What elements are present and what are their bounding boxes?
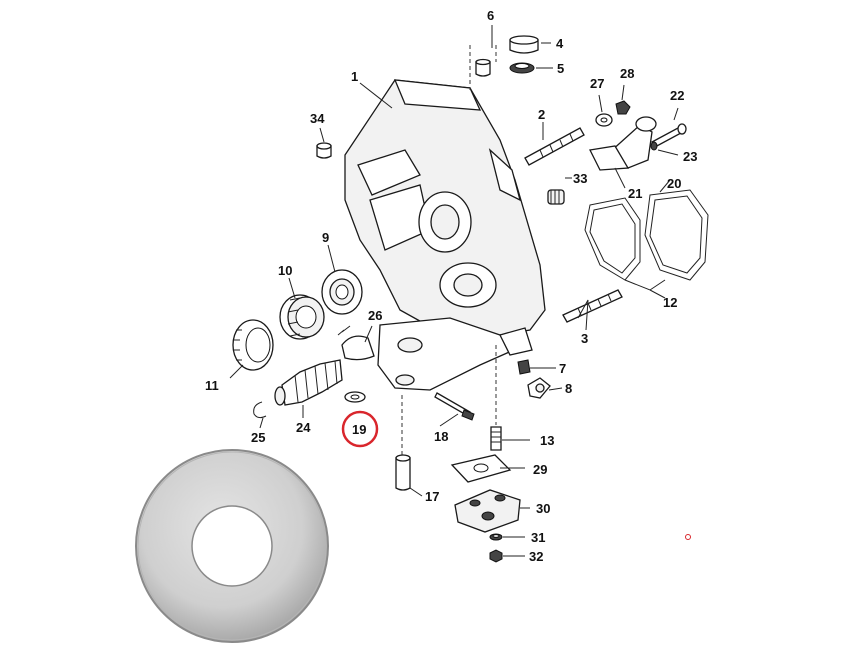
callout-34: 34	[310, 111, 325, 126]
callout-24: 24	[296, 420, 311, 435]
bearing-10-part	[279, 294, 325, 340]
marker-dot	[685, 534, 691, 540]
callout-29: 29	[533, 462, 547, 477]
callout-21: 21	[628, 186, 642, 201]
callout-30: 30	[536, 501, 550, 516]
pin-17-part	[395, 395, 411, 491]
clamp-26-part	[337, 325, 375, 361]
bellows-24-part	[274, 359, 343, 406]
oring-31-part	[489, 533, 503, 541]
plug-small-part	[316, 142, 332, 159]
highlight-circle-19	[341, 410, 379, 448]
clamp-8-part	[527, 377, 551, 399]
oring-23-part	[650, 141, 658, 151]
callout-12: 12	[663, 295, 677, 310]
washer-19-part	[344, 391, 366, 403]
stud-part-upper	[524, 127, 585, 166]
ring-11-part	[232, 319, 274, 371]
callout-3: 3	[581, 331, 588, 346]
callout-31: 31	[531, 530, 545, 545]
callout-28: 28	[620, 66, 634, 81]
plug-part	[547, 189, 565, 205]
elbow-fitting-part	[589, 116, 657, 171]
nut-28-part	[615, 100, 631, 115]
callout-25: 25	[251, 430, 265, 445]
seal-part	[509, 62, 535, 74]
seal-9-part	[321, 269, 363, 315]
callout-10: 10	[278, 263, 292, 278]
gasket-12-part	[584, 189, 709, 281]
callout-23: 23	[683, 149, 697, 164]
callout-5: 5	[557, 61, 564, 76]
housing-part	[344, 79, 546, 391]
callout-8: 8	[565, 381, 572, 396]
callout-4: 4	[556, 36, 564, 51]
callout-33: 33	[573, 171, 587, 186]
callout-19: 19	[352, 422, 366, 437]
callout-22: 22	[670, 88, 684, 103]
washer-inset-image	[135, 449, 329, 643]
callout-7: 7	[559, 361, 566, 376]
callout-11: 11	[205, 378, 219, 393]
callout-32: 32	[529, 549, 543, 564]
washer-27-part	[595, 113, 613, 127]
callout-13: 13	[540, 433, 554, 448]
cap-part	[509, 35, 539, 54]
callout-17: 17	[425, 489, 439, 504]
stud-13-part	[490, 345, 502, 451]
callout-27: 27	[590, 76, 604, 91]
callout-9: 9	[322, 230, 329, 245]
clip-25-part	[253, 401, 267, 419]
callout-20: 20	[667, 176, 681, 191]
fitting-7-part	[517, 359, 531, 375]
callout-1: 1	[351, 69, 358, 84]
callout-labels: 1 2 3 4 5 6 7 8 9 10 11 12 13 17 18 19 2…	[205, 8, 697, 564]
callout-18: 18	[434, 429, 448, 444]
screw-18-part	[434, 392, 475, 421]
callout-6: 6	[487, 8, 494, 23]
gasket-29-part	[450, 454, 512, 483]
callout-26: 26	[368, 308, 382, 323]
nut-32-part	[489, 549, 503, 563]
leader-lines	[229, 25, 679, 557]
stud-part-lower	[562, 289, 623, 323]
callout-2: 2	[538, 107, 545, 122]
block-30-part	[454, 489, 521, 533]
bushing-part	[469, 45, 497, 90]
